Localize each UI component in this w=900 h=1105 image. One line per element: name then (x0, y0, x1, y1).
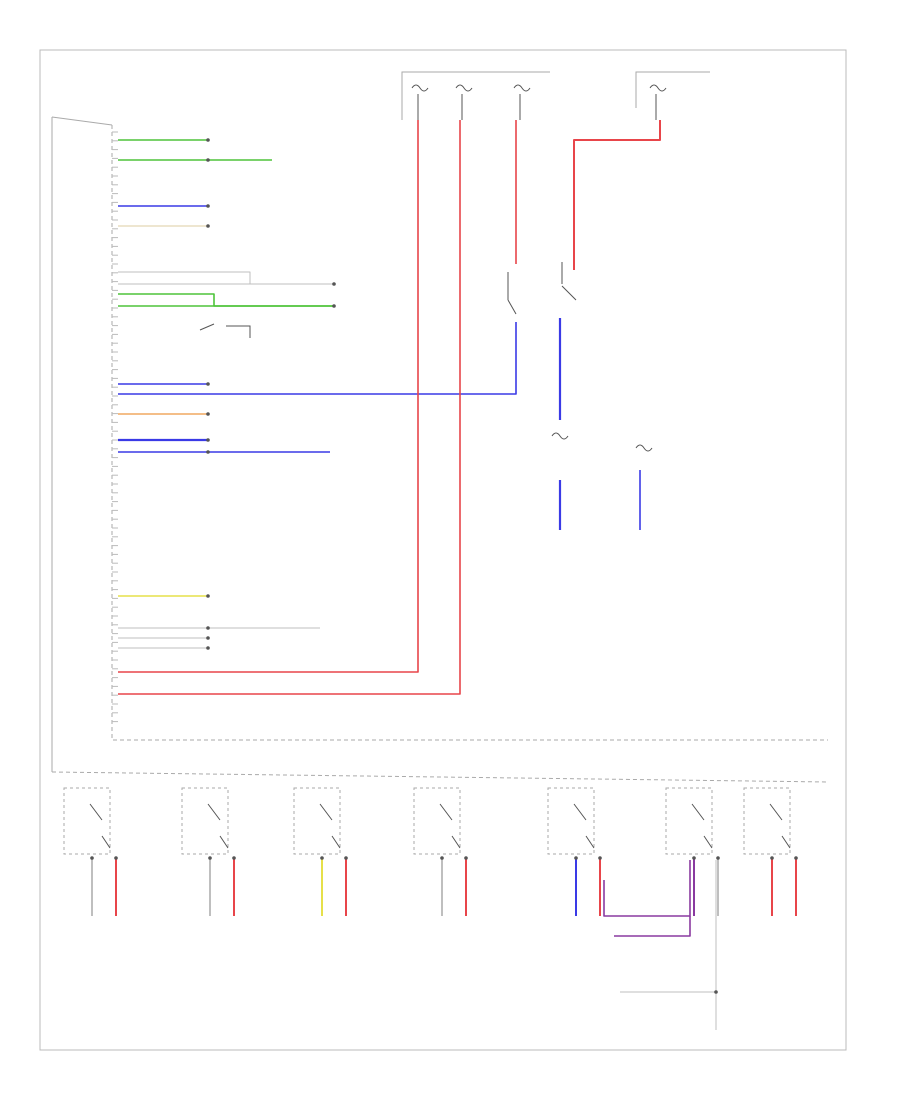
wire-red-1 (118, 120, 419, 673)
wire-gray-1 (118, 271, 334, 285)
connector-dot (206, 138, 210, 142)
switch-contact (573, 803, 595, 849)
connector-dot (206, 594, 210, 598)
switch-symbol (561, 262, 577, 301)
connector-dot (206, 204, 210, 208)
connector-dot (206, 224, 210, 228)
connector-dot (206, 158, 210, 162)
switch-terminal-dot (770, 856, 774, 860)
switch-contact (769, 803, 791, 849)
wire-violet-1 (603, 860, 691, 917)
switch-housing (547, 787, 595, 855)
switch-housing (743, 787, 791, 855)
diagram-border (39, 49, 847, 1051)
switch-housing (413, 787, 461, 855)
fuse-symbol (455, 84, 473, 92)
wire-blue-3 (118, 322, 517, 395)
switch-terminal-dot (320, 856, 324, 860)
connector-dot (206, 626, 210, 630)
connector-dot (206, 438, 210, 442)
fuse-symbol (551, 432, 569, 440)
module-left-stub (51, 116, 113, 126)
switch-contact (439, 803, 461, 849)
switch-terminal-dot (692, 856, 696, 860)
module-bottom-edge (51, 771, 829, 783)
switch-housing (665, 787, 713, 855)
connector-dot (206, 646, 210, 650)
switch-terminal-dot (440, 856, 444, 860)
connector-dot (206, 382, 210, 386)
switch-terminal-dot (794, 856, 798, 860)
connector-dot (206, 450, 210, 454)
fuse-symbol (635, 444, 653, 452)
switch-terminal-dot (90, 856, 94, 860)
switch-layer (63, 84, 791, 855)
fuse-box-2-bracket (635, 71, 710, 108)
switch-contact (691, 803, 713, 849)
switch-housing (181, 787, 229, 855)
switch-housing (293, 787, 341, 855)
switch-contact (207, 803, 229, 849)
fuse-symbol (513, 84, 531, 92)
switch-terminal-dot (208, 856, 212, 860)
switch-symbol (507, 272, 517, 315)
connector-dot (332, 304, 336, 308)
connector-dot-layer (90, 138, 798, 994)
switch-housing (63, 787, 111, 855)
switch-terminal-dot (598, 856, 602, 860)
switch-terminal-dot (716, 856, 720, 860)
control-module-outline (111, 125, 828, 741)
fuse-box-bracket (401, 71, 550, 120)
switch-contact (89, 803, 111, 849)
switch-terminal-dot (464, 856, 468, 860)
wire-layer (91, 120, 797, 1030)
wire-red-4 (573, 120, 661, 270)
switch-terminal-dot (232, 856, 236, 860)
wire-green-3 (118, 293, 334, 307)
switch-symbol (199, 323, 251, 338)
fuse-symbol (649, 84, 667, 92)
switch-terminal-dot (574, 856, 578, 860)
connector-dot (206, 636, 210, 640)
splice-dot (714, 990, 718, 994)
connector-dot (332, 282, 336, 286)
wire-red-2 (118, 120, 461, 695)
wire-violet-2 (614, 916, 691, 937)
switch-contact (319, 803, 341, 849)
connector-dot (206, 412, 210, 416)
switch-terminal-dot (344, 856, 348, 860)
fuse-symbol (411, 84, 429, 92)
switch-terminal-dot (114, 856, 118, 860)
